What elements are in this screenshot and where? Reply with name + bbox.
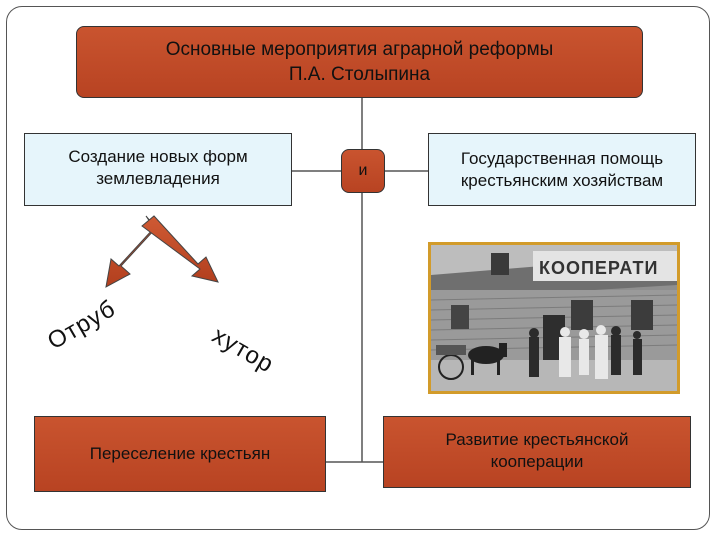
cooperative-photo: КООПЕРАТИ [428, 242, 680, 394]
right-top-line-2: крестьянским хозяйствам [460, 170, 664, 190]
title-line-1: Основные мероприятия аграрной реформы [165, 39, 554, 60]
slide-frame [6, 6, 710, 530]
title-box: Основные мероприятия аграрной реформы П.… [76, 26, 643, 98]
left-top-line-2: землевладения [96, 169, 220, 188]
right-bottom-line-2: кооперации [490, 452, 584, 471]
cooperation-box: Развитие крестьянской кооперации [383, 416, 691, 488]
cooperative-photo-drawing: КООПЕРАТИ [431, 245, 677, 391]
right-top-line-1: Государственная помощь [460, 148, 664, 168]
cooperative-sign-text: КООПЕРАТИ [539, 258, 658, 278]
title-line-2: П.А. Столыпина [288, 64, 431, 85]
new-land-forms-box: Создание новых форм землевладения [24, 133, 292, 206]
state-aid-box: Государственная помощь крестьянским хозя… [428, 133, 696, 206]
right-bottom-line-1: Развитие крестьянской [445, 430, 629, 449]
and-connector-label: и [358, 162, 368, 179]
and-connector-box: и [341, 149, 385, 193]
left-arrow [105, 215, 157, 288]
right-arrow [141, 215, 219, 283]
resettlement-box: Переселение крестьян [34, 416, 326, 492]
resettlement-label: Переселение крестьян [89, 444, 271, 463]
left-top-line-1: Создание новых форм [68, 147, 248, 166]
